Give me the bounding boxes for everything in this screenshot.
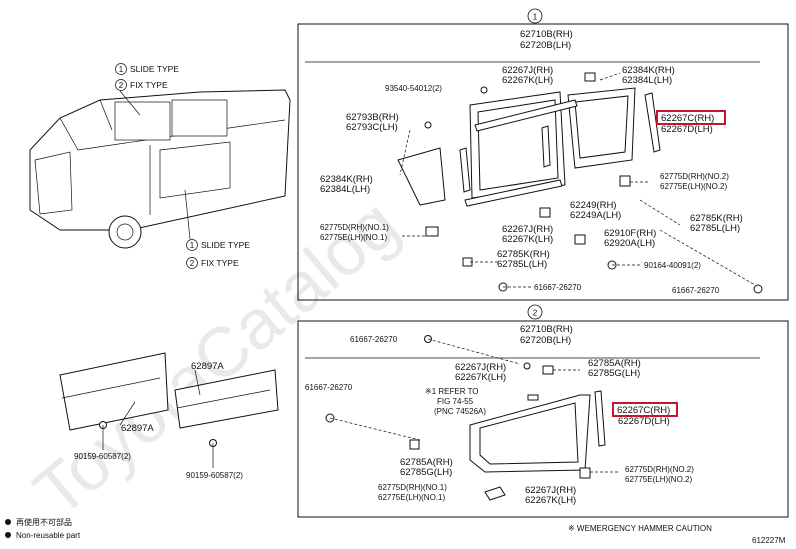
svg-text:62267D(LH): 62267D(LH) bbox=[661, 124, 713, 135]
svg-text:62775D(RH)(NO.2): 62775D(RH)(NO.2) bbox=[660, 172, 729, 181]
box2-parts bbox=[305, 335, 760, 501]
svg-text:1: 1 bbox=[533, 13, 538, 22]
svg-text:62267J(RH): 62267J(RH) bbox=[502, 65, 553, 76]
svg-text:62384L(LH): 62384L(LH) bbox=[320, 184, 370, 195]
svg-text:2: 2 bbox=[190, 259, 195, 268]
svg-text:62710B(RH): 62710B(RH) bbox=[520, 324, 573, 335]
svg-text:1: 1 bbox=[119, 65, 124, 74]
svg-text:Non-reusable part: Non-reusable part bbox=[16, 531, 81, 540]
box1-parts bbox=[305, 61, 763, 294]
legend-top: 1 SLIDE TYPE 2 FIX TYPE bbox=[115, 63, 179, 116]
svg-text:62775D(RH)(NO.1): 62775D(RH)(NO.1) bbox=[378, 483, 447, 492]
highlight-box2 bbox=[612, 402, 678, 417]
svg-text:62710B(RH): 62710B(RH) bbox=[520, 29, 573, 40]
svg-text:62785A(RH): 62785A(RH) bbox=[588, 358, 641, 369]
svg-text:62793C(LH): 62793C(LH) bbox=[346, 122, 398, 133]
svg-text:62785A(RH): 62785A(RH) bbox=[400, 457, 453, 468]
svg-text:62267K(LH): 62267K(LH) bbox=[525, 495, 576, 506]
svg-text:62897A: 62897A bbox=[191, 361, 224, 372]
legend-bottom: 1 SLIDE TYPE 2 FIX TYPE bbox=[184, 189, 250, 269]
svg-text:612227M: 612227M bbox=[752, 536, 786, 545]
svg-text:61667-26270: 61667-26270 bbox=[534, 283, 582, 292]
svg-text:62785G(LH): 62785G(LH) bbox=[400, 467, 452, 478]
svg-text:62267K(LH): 62267K(LH) bbox=[502, 234, 553, 245]
svg-text:62785L(LH): 62785L(LH) bbox=[497, 259, 547, 270]
svg-text:90164-40091(2): 90164-40091(2) bbox=[644, 261, 701, 270]
svg-text:62267K(LH): 62267K(LH) bbox=[455, 372, 506, 383]
svg-text:62775D(RH)(NO.1): 62775D(RH)(NO.1) bbox=[320, 223, 389, 232]
svg-text:62267C(RH): 62267C(RH) bbox=[661, 113, 714, 124]
svg-text:再使用不可部品: 再使用不可部品 bbox=[16, 517, 72, 527]
svg-text:62267K(LH): 62267K(LH) bbox=[502, 75, 553, 86]
left-bottom-labels: 62897A 62897A 90159-60587(2) 90159-60587… bbox=[74, 361, 243, 480]
svg-text:62267C(RH): 62267C(RH) bbox=[617, 405, 670, 416]
svg-text:62920A(LH): 62920A(LH) bbox=[604, 238, 655, 249]
footer: 再使用不可部品 Non-reusable part ※ WEMERGENCY H… bbox=[5, 517, 786, 545]
svg-text:62785K(RH): 62785K(RH) bbox=[497, 249, 550, 260]
svg-text:62384L(LH): 62384L(LH) bbox=[622, 75, 672, 86]
svg-text:1: 1 bbox=[190, 241, 195, 250]
svg-text:FIG 74-55: FIG 74-55 bbox=[437, 397, 474, 406]
svg-text:62785G(LH): 62785G(LH) bbox=[588, 368, 640, 379]
svg-text:※ WEMERGENCY HAMMER CAUTION: ※ WEMERGENCY HAMMER CAUTION bbox=[568, 524, 712, 533]
svg-text:※1 REFER TO: ※1 REFER TO bbox=[425, 387, 479, 396]
van-illustration bbox=[29, 89, 291, 249]
svg-text:62249(RH): 62249(RH) bbox=[570, 200, 616, 211]
svg-text:62897A: 62897A bbox=[121, 423, 154, 434]
svg-text:2: 2 bbox=[119, 81, 124, 90]
svg-text:62775E(LH)(NO.1): 62775E(LH)(NO.1) bbox=[320, 233, 387, 242]
svg-text:90159-60587(2): 90159-60587(2) bbox=[74, 452, 131, 461]
box-slide-type bbox=[297, 23, 789, 301]
box1-labels: 62710B(RH) 62720B(LH) 62384K(RH) 62384L(… bbox=[320, 29, 743, 295]
svg-text:61667-26270: 61667-26270 bbox=[350, 335, 398, 344]
svg-text:62775E(LH)(NO.2): 62775E(LH)(NO.2) bbox=[660, 182, 727, 191]
svg-text:62267D(LH): 62267D(LH) bbox=[618, 416, 670, 427]
section-marker-1: 1 bbox=[527, 8, 543, 24]
svg-text:62775E(LH)(NO.1): 62775E(LH)(NO.1) bbox=[378, 493, 445, 502]
svg-text:SLIDE TYPE: SLIDE TYPE bbox=[130, 64, 179, 74]
svg-text:62910F(RH): 62910F(RH) bbox=[604, 228, 656, 239]
svg-text:62775D(RH)(NO.2): 62775D(RH)(NO.2) bbox=[625, 465, 694, 474]
svg-text:SLIDE TYPE: SLIDE TYPE bbox=[201, 240, 250, 250]
box-fix-type bbox=[297, 320, 789, 518]
svg-text:62775E(LH)(NO.2): 62775E(LH)(NO.2) bbox=[625, 475, 692, 484]
svg-text:62267J(RH): 62267J(RH) bbox=[502, 224, 553, 235]
b1-label-0a: 62384K(RH) bbox=[622, 65, 675, 76]
svg-text:2: 2 bbox=[533, 309, 538, 318]
svg-text:62785K(RH): 62785K(RH) bbox=[690, 213, 743, 224]
highlight-box1 bbox=[656, 110, 726, 125]
svg-text:62793B(RH): 62793B(RH) bbox=[346, 112, 399, 123]
left-bottom-parts bbox=[59, 352, 279, 468]
svg-text:61667-26270: 61667-26270 bbox=[305, 383, 353, 392]
svg-text:62249A(LH): 62249A(LH) bbox=[570, 210, 621, 221]
svg-text:93540-54012(2): 93540-54012(2) bbox=[385, 84, 442, 93]
svg-text:62720B(LH): 62720B(LH) bbox=[520, 335, 571, 346]
svg-text:FIX TYPE: FIX TYPE bbox=[201, 258, 239, 268]
svg-text:61667-26270: 61667-26270 bbox=[672, 286, 720, 295]
svg-text:62384K(RH): 62384K(RH) bbox=[320, 174, 373, 185]
svg-text:90159-60587(2): 90159-60587(2) bbox=[186, 471, 243, 480]
section-marker-2: 2 bbox=[527, 304, 543, 320]
svg-text:62720B(LH): 62720B(LH) bbox=[520, 40, 571, 51]
svg-text:(PNC 74526A): (PNC 74526A) bbox=[434, 407, 486, 416]
box2-labels: 62710B(RH) 62720B(LH) 61667-26270 62267J… bbox=[305, 324, 694, 506]
svg-text:62785L(LH): 62785L(LH) bbox=[690, 223, 740, 234]
svg-text:FIX TYPE: FIX TYPE bbox=[130, 80, 168, 90]
svg-text:62267J(RH): 62267J(RH) bbox=[525, 485, 576, 496]
svg-text:62267J(RH): 62267J(RH) bbox=[455, 362, 506, 373]
